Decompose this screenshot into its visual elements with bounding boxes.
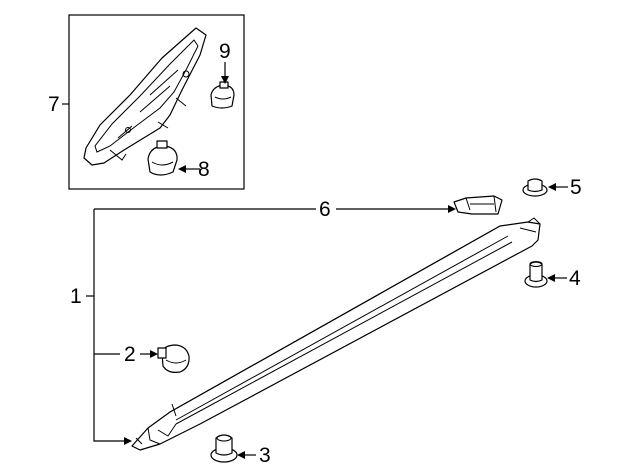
clip-3: [210, 434, 238, 463]
rocker-molding-part: [131, 217, 541, 451]
callout-5: 5: [570, 176, 582, 199]
clip-9: [210, 81, 235, 109]
callout-4: 4: [569, 267, 581, 290]
end-cap-6: [453, 195, 503, 215]
clip-8: [147, 140, 178, 176]
callout-7: 7: [48, 93, 60, 116]
clip-5: [522, 178, 548, 197]
mirror-cover-part: [83, 27, 207, 166]
callout-3: 3: [259, 444, 271, 467]
callout-6: 6: [319, 198, 331, 221]
callout-9: 9: [219, 40, 231, 63]
clip-2: [157, 344, 190, 373]
callout-8: 8: [198, 158, 210, 181]
callout-2: 2: [124, 343, 136, 366]
clip-4: [524, 261, 548, 288]
callout-1: 1: [70, 285, 82, 308]
inset-frame: [68, 14, 245, 190]
